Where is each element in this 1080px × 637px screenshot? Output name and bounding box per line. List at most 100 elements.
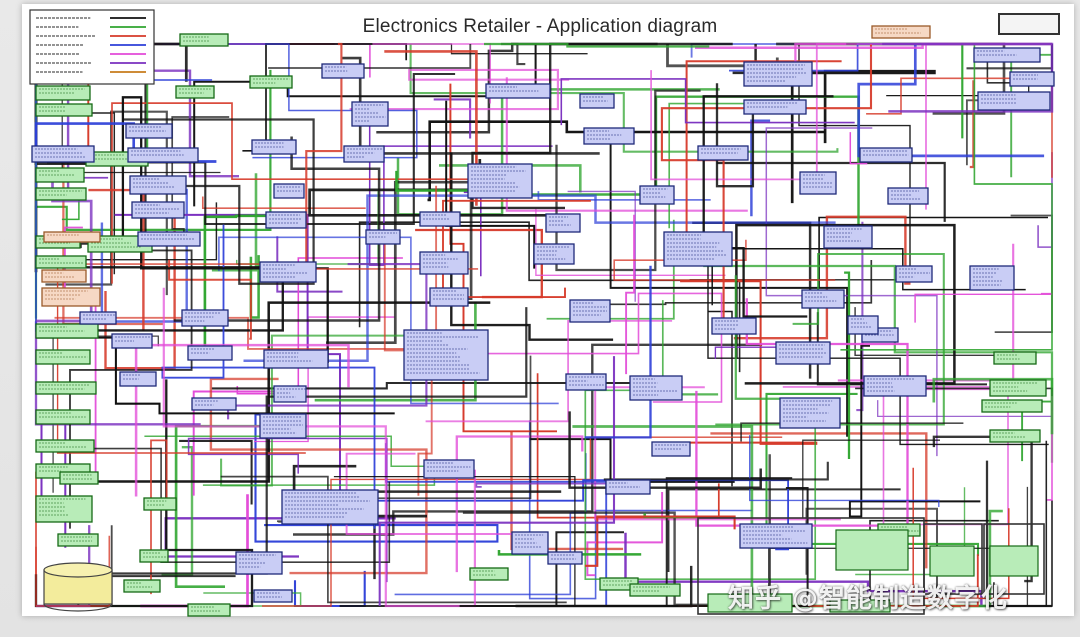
application-node bbox=[35, 187, 87, 201]
connection-line bbox=[584, 300, 817, 581]
connection-line bbox=[209, 377, 428, 575]
panel-node bbox=[835, 529, 909, 571]
connection-line bbox=[568, 411, 762, 489]
connection-line bbox=[912, 467, 1010, 600]
application-node bbox=[35, 381, 97, 395]
application-node bbox=[547, 551, 583, 565]
connection-line bbox=[459, 486, 809, 608]
application-node bbox=[131, 201, 185, 219]
connection-line bbox=[584, 265, 652, 439]
connection-line bbox=[179, 439, 253, 505]
connection-line bbox=[36, 336, 395, 415]
connection-line bbox=[848, 344, 981, 518]
connection-line bbox=[192, 390, 283, 496]
panel-node bbox=[989, 545, 1039, 577]
connection-line bbox=[173, 136, 381, 322]
application-node bbox=[663, 231, 733, 267]
application-node bbox=[565, 373, 607, 391]
connection-line bbox=[168, 259, 252, 340]
application-node bbox=[79, 311, 117, 325]
application-node bbox=[129, 175, 187, 195]
connection-line bbox=[122, 118, 315, 285]
connection-line bbox=[358, 221, 741, 373]
application-nodes bbox=[31, 25, 1055, 617]
connection-line bbox=[840, 43, 1053, 351]
application-node bbox=[43, 231, 101, 243]
connection-line bbox=[218, 236, 559, 405]
connection-line bbox=[585, 515, 736, 567]
connection-line bbox=[586, 492, 664, 577]
application-node bbox=[59, 471, 99, 485]
connection-line bbox=[560, 78, 855, 126]
application-node bbox=[41, 287, 101, 307]
application-node bbox=[175, 85, 215, 99]
application-node bbox=[711, 317, 757, 335]
application-node bbox=[181, 309, 229, 327]
connection-line bbox=[349, 68, 570, 111]
connection-line bbox=[708, 310, 733, 487]
application-node bbox=[273, 385, 307, 403]
application-node bbox=[41, 269, 87, 283]
connection-line bbox=[733, 215, 911, 340]
application-node bbox=[583, 127, 635, 145]
application-node bbox=[35, 103, 93, 117]
application-node bbox=[739, 523, 813, 549]
database-cylinder-top bbox=[43, 562, 113, 578]
application-node bbox=[123, 579, 161, 593]
application-node bbox=[351, 101, 389, 127]
application-node bbox=[263, 349, 329, 369]
connection-line bbox=[432, 292, 723, 403]
connection-line bbox=[625, 214, 636, 375]
connection-line bbox=[716, 161, 946, 222]
application-node bbox=[895, 265, 933, 283]
connection-line bbox=[242, 43, 408, 152]
application-node bbox=[143, 497, 177, 511]
application-node bbox=[343, 145, 385, 163]
application-node bbox=[281, 489, 379, 525]
connection-line bbox=[567, 190, 636, 302]
database-cylinder-bottom bbox=[43, 603, 113, 612]
connection-line bbox=[969, 80, 975, 169]
application-node bbox=[265, 211, 307, 229]
connection-line bbox=[707, 237, 1049, 446]
application-node bbox=[467, 163, 533, 199]
connection-line bbox=[64, 307, 528, 575]
application-node bbox=[743, 61, 813, 87]
connection-line bbox=[849, 132, 868, 165]
application-node bbox=[191, 397, 237, 411]
connection-line bbox=[455, 435, 584, 573]
connection-line bbox=[150, 439, 168, 595]
connection-line bbox=[844, 271, 851, 459]
connection-line bbox=[409, 44, 839, 153]
connection-line bbox=[802, 439, 940, 519]
connection-line bbox=[837, 243, 1015, 382]
diagram-extras bbox=[29, 9, 1045, 615]
connection-line bbox=[144, 435, 436, 486]
connection-line bbox=[203, 214, 279, 346]
application-node bbox=[429, 287, 469, 307]
connection-line bbox=[695, 298, 909, 527]
connection-line bbox=[211, 173, 258, 272]
connection-line bbox=[475, 482, 633, 488]
diagram-panel bbox=[923, 523, 983, 595]
connection-line bbox=[667, 488, 901, 572]
connection-line bbox=[529, 438, 735, 483]
application-node bbox=[629, 375, 683, 401]
connection-line bbox=[660, 44, 873, 329]
diagram-panel bbox=[983, 523, 1045, 595]
application-node bbox=[989, 379, 1047, 397]
connection-line bbox=[856, 221, 864, 412]
panel-node bbox=[929, 545, 975, 577]
connection-line bbox=[484, 42, 710, 48]
connection-line bbox=[690, 43, 1016, 58]
application-node bbox=[259, 413, 307, 439]
connection-line bbox=[162, 287, 476, 608]
application-node bbox=[993, 351, 1037, 365]
connection-line bbox=[134, 343, 350, 497]
connection-line bbox=[750, 119, 771, 217]
connection-line bbox=[293, 570, 366, 608]
application-node bbox=[253, 589, 293, 603]
connection-line bbox=[711, 247, 1026, 306]
connection-line bbox=[201, 196, 366, 210]
